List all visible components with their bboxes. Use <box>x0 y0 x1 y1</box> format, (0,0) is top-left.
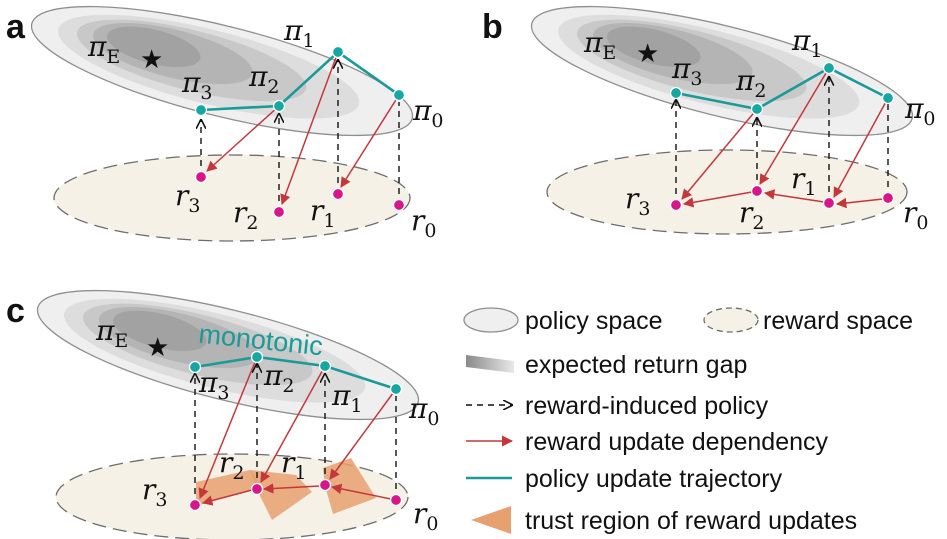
panel-c-pi2-label: π2 <box>263 359 295 397</box>
panel-a-letter: a <box>6 8 26 46</box>
panel-c-r3-label: r3 <box>142 473 167 511</box>
legend-trust-region: trust region of reward updates <box>471 506 857 535</box>
legend-policy-trajectory: policy update trajectory <box>466 465 783 493</box>
panel-a-policy-trajectory <box>200 50 400 112</box>
panel-b-expert-label: πE <box>583 26 616 64</box>
legend-reward-induced: reward-induced policy <box>466 392 769 420</box>
panel-a-r0-label: r0 <box>411 204 436 242</box>
panel-a-r3-label: r3 <box>175 179 200 217</box>
legend: policy space reward space expected retur… <box>463 307 913 535</box>
legend-policy-space-swatch <box>463 307 519 333</box>
panel-b-pi3-label: π3 <box>671 52 703 90</box>
panel-b-expert-star-icon: ★ <box>636 38 659 68</box>
panel-a: a πE ★ <box>6 5 444 242</box>
panel-c-policy-trajectory <box>194 355 397 391</box>
panel-a-pi2-label: π2 <box>248 60 280 98</box>
panel-a-expert-label: πE <box>87 30 120 68</box>
panel-a-r1-label: r1 <box>310 194 335 232</box>
legend-reward-induced-label: reward-induced policy <box>525 392 769 420</box>
panel-b-dependency-arrows <box>681 67 889 209</box>
panel-c-dependency-arrows <box>198 356 397 506</box>
panel-c-pi0-label: π0 <box>408 392 440 430</box>
panel-c-policy-nodes <box>188 350 403 396</box>
panel-a-expert-star-icon: ★ <box>140 44 163 74</box>
panel-b-policy-space <box>530 5 914 137</box>
legend-return-gap-label: expected return gap <box>525 351 747 379</box>
legend-policy-trajectory-label: policy update trajectory <box>525 465 783 493</box>
legend-return-gap: expected return gap <box>466 351 747 379</box>
panel-c-expert-star-icon: ★ <box>146 332 169 362</box>
panel-c-reward-space <box>55 453 409 539</box>
panel-c-r0-label: r0 <box>413 497 438 535</box>
panel-b-r3-label: r3 <box>625 182 650 220</box>
panel-a-dependency-arrows <box>206 51 400 205</box>
legend-reward-space-label: reward space <box>763 307 913 335</box>
panel-b-r1-label: r1 <box>791 162 816 200</box>
panel-c-r1-label: r1 <box>281 446 306 484</box>
panel-b-reward-induced-arrows <box>676 77 889 205</box>
panel-b: b πE ★ <box>482 5 936 235</box>
panel-b-r0-label: r0 <box>903 196 928 234</box>
panel-a-r2-label: r2 <box>233 196 258 234</box>
panel-a-reward-space <box>53 154 411 242</box>
panel-a-pi1-label: π1 <box>283 14 315 52</box>
panel-c-pi1-label: π1 <box>331 379 363 417</box>
legend-trust-region-swatch <box>471 506 511 534</box>
panel-b-r2-label: r2 <box>739 196 764 234</box>
legend-reward-dependency-label: reward update dependency <box>525 428 829 456</box>
panel-c-reward-nodes <box>188 478 403 512</box>
panel-a-reward-induced-arrows <box>201 60 400 212</box>
panel-b-letter: b <box>482 8 503 46</box>
legend-policy-space: policy space <box>463 307 663 335</box>
panel-c-policy-space <box>36 289 420 421</box>
legend-reward-space: reward space <box>703 307 913 335</box>
legend-trust-region-label: trust region of reward updates <box>525 507 857 535</box>
panel-a-policy-space <box>30 5 414 137</box>
panel-c-pi3-label: π3 <box>198 366 230 404</box>
panel-a-policy-nodes <box>194 45 406 117</box>
panel-b-policy-trajectory <box>675 66 889 111</box>
legend-reward-dependency: reward update dependency <box>466 428 829 456</box>
panel-b-reward-nodes <box>669 184 895 212</box>
panel-a-pi0-label: π0 <box>412 94 444 132</box>
panel-b-pi0-label: π0 <box>904 92 936 130</box>
legend-reward-space-swatch <box>703 307 759 333</box>
legend-return-gap-swatch <box>466 355 514 373</box>
panel-c-expert-label: πE <box>95 314 128 352</box>
panel-b-policy-nodes <box>669 61 895 116</box>
panel-a-pi3-label: π3 <box>181 66 213 104</box>
panel-b-reward-space <box>546 149 908 235</box>
panel-a-reward-nodes <box>194 170 406 219</box>
panel-c-r2-label: r2 <box>219 446 244 484</box>
panel-c: c πE ★ monotonic <box>6 289 440 539</box>
panel-b-pi2-label: π2 <box>735 64 767 102</box>
panel-c-reward-induced-arrows <box>195 364 397 505</box>
legend-policy-space-label: policy space <box>525 307 663 335</box>
panel-c-letter: c <box>6 292 25 330</box>
panel-b-pi1-label: π1 <box>791 24 823 62</box>
